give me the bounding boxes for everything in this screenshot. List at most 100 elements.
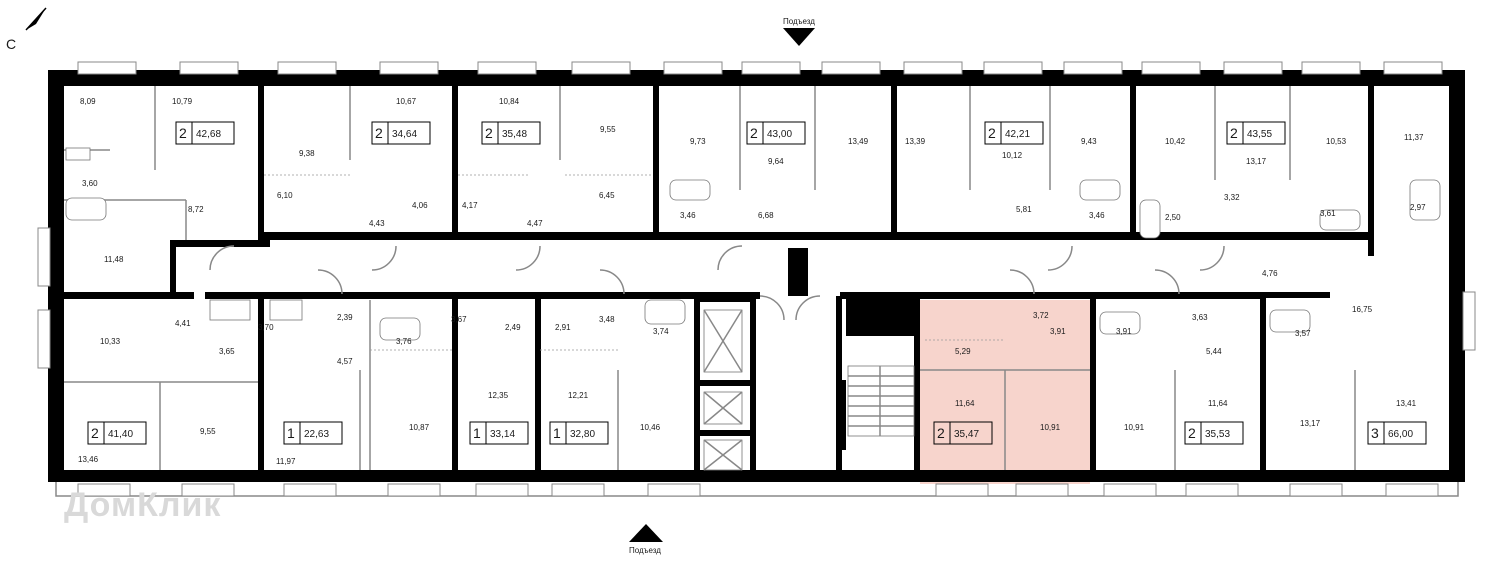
apartment-area: 33,14 — [490, 429, 515, 440]
apartment-area: 43,00 — [767, 129, 792, 140]
room-area-label: 3,72 — [1033, 311, 1049, 320]
room-count: 2 — [988, 125, 996, 141]
apartment-area-box — [485, 421, 529, 445]
room-area-label: 3,63 — [1192, 313, 1208, 322]
room-area-label: 11,64 — [955, 399, 975, 408]
apartment-area: 43,55 — [1247, 129, 1272, 140]
room-area-label: 3,32 — [1224, 193, 1240, 202]
room-area-label: 2,91 — [555, 323, 571, 332]
room-area-label: 9,64 — [768, 157, 784, 166]
top-windows — [77, 61, 1443, 75]
room-area-label: 13,41 — [1396, 399, 1417, 408]
room-count: 2 — [375, 125, 383, 141]
room-area-label: 9,38 — [299, 149, 315, 158]
room-area-label: 11,97 — [276, 457, 296, 466]
bottom-windows — [77, 483, 1439, 497]
room-area-label: 4,17 — [462, 201, 478, 210]
room-area-label: 6,45 — [599, 191, 615, 200]
room-count: 2 — [937, 425, 945, 441]
room-area-label: 3,60 — [82, 179, 98, 188]
room-area-label: 10,42 — [1165, 137, 1186, 146]
room-area-label: 5,44 — [1206, 347, 1222, 356]
room-area-label: 16,75 — [1352, 305, 1373, 314]
apartment-area: 66,00 — [1388, 429, 1413, 440]
compass-label: С — [6, 36, 16, 52]
room-area-label: 10,84 — [499, 97, 520, 106]
apartment-area-box — [299, 421, 343, 445]
apartment-area: 35,47 — [954, 429, 979, 440]
room-area-label: 4,06 — [412, 201, 428, 210]
apartment-area-box — [1242, 121, 1286, 145]
entrance-top-arrow-icon — [783, 28, 815, 46]
room-area-label: 10,12 — [1002, 151, 1023, 160]
entrance-bottom-label: Подъезд — [629, 546, 661, 555]
apartment-area: 32,80 — [570, 429, 595, 440]
room-count: 2 — [91, 425, 99, 441]
bathroom-fixtures — [65, 147, 1441, 341]
apartment-area-box — [1200, 421, 1244, 445]
room-area-label: 13,49 — [848, 137, 869, 146]
room-area-label: 10,33 — [100, 337, 121, 346]
room-area-label: 5,29 — [955, 347, 971, 356]
room-area-label: 10,87 — [409, 423, 430, 432]
apartment-area: 42,68 — [196, 129, 221, 140]
apartment-area-box — [762, 121, 806, 145]
apartment-area-box — [497, 121, 541, 145]
zone-lines — [264, 174, 1005, 351]
room-count: 3 — [1371, 425, 1379, 441]
room-area-label: 12,21 — [568, 391, 589, 400]
room-area-label: 3,46 — [680, 211, 696, 220]
apartment-area: 35,48 — [502, 129, 527, 140]
room-area-label: 3,91 — [1116, 327, 1132, 336]
room-count: 2 — [1230, 125, 1238, 141]
room-area-label: 4,41 — [175, 319, 191, 328]
apartment-area: 34,64 — [392, 129, 417, 140]
room-area-label: 4,57 — [337, 357, 353, 366]
room-area-label: 2,97 — [1410, 203, 1426, 212]
entrance-bottom-arrow-icon — [629, 524, 663, 542]
room-area-label: 13,39 — [905, 137, 926, 146]
room-area-label: 12,35 — [488, 391, 509, 400]
room-area-label: 3,57 — [1295, 329, 1311, 338]
room-area-label: 5,81 — [1016, 205, 1032, 214]
room-area-label: 3,91 — [1050, 327, 1066, 336]
room-area-label: 10,67 — [396, 97, 417, 106]
room-count: 2 — [750, 125, 758, 141]
room-area-label: 11,37 — [1404, 133, 1424, 142]
watermark: ДомКлик — [64, 486, 221, 524]
room-area-label: 3,48 — [599, 315, 615, 324]
room-area-label: 9,55 — [600, 125, 616, 134]
room-area-label: 6,68 — [758, 211, 774, 220]
room-area-label: 3,70 — [258, 323, 274, 332]
interior-walls — [64, 86, 1374, 476]
room-count: 2 — [1188, 425, 1196, 441]
north-arrow-icon — [25, 7, 47, 31]
room-count: 1 — [553, 425, 561, 441]
room-area-label: 13,17 — [1300, 419, 1321, 428]
room-area-label: 10,79 — [172, 97, 193, 106]
room-area-label: 9,55 — [200, 427, 216, 436]
room-area-label: 13,46 — [78, 455, 99, 464]
room-area-label: 3,67 — [451, 315, 467, 324]
apartment-area: 22,63 — [304, 429, 329, 440]
apartment-area-box — [1000, 121, 1044, 145]
room-area-label: 3,46 — [1089, 211, 1105, 220]
room-area-label: 2,39 — [337, 313, 353, 322]
room-area-label: 11,64 — [1208, 399, 1228, 408]
staircase — [847, 365, 915, 437]
